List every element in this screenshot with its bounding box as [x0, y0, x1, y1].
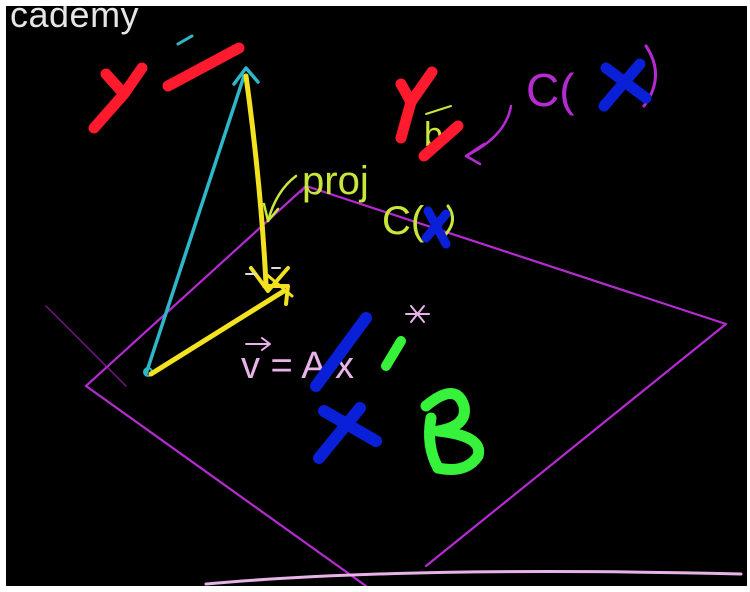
c-of-a-top-text: C( [526, 64, 575, 116]
drawing-canvas: C( proj C( [45, 34, 743, 586]
khan-academy-watermark: cademy [10, 6, 140, 35]
vector-b-cyan [143, 34, 260, 377]
proj-annotation: proj C( b [262, 105, 454, 243]
projection-vector-yellow [148, 73, 294, 377]
red-y-annotations [88, 42, 464, 162]
green-b-annotation [381, 336, 485, 475]
column-space-label-top: C( [526, 44, 657, 116]
proj-text: proj [302, 159, 369, 203]
blue-x-annotations [310, 58, 652, 464]
c-of-a-mid-text: C( [382, 199, 425, 243]
chalkboard: cademy C( [6, 6, 747, 586]
plane-outline [45, 104, 743, 586]
small-marks [245, 267, 281, 275]
